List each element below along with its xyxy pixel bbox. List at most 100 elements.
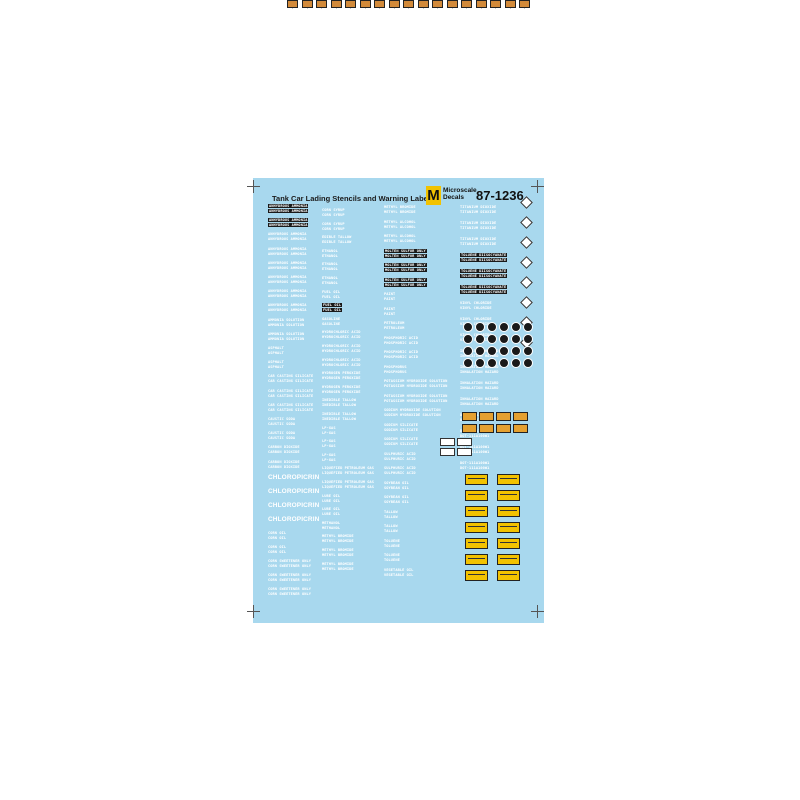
stencil-text: TOLUENE DIISOCYANATE <box>460 258 508 262</box>
stencil-text: SODIUM HYDROXIDE SOLUTION <box>384 408 441 412</box>
label-box-icon <box>457 438 472 446</box>
stencil-text: CORN SWEETENER ONLY <box>268 592 312 597</box>
stencil-text: CAUSTIC SODA <box>268 431 296 436</box>
stencil-text: LP-GAS <box>322 425 336 430</box>
warning-placard-icon <box>479 424 494 433</box>
stencil-text: LP-GAS <box>322 457 336 462</box>
stencil-text: VEGETABLE OIL <box>384 567 414 572</box>
stencil-text: SULPHURIC ACID <box>384 451 416 456</box>
stencil-text: ANHYDROUS AMMONIA <box>268 280 307 284</box>
placard-number-tile-icon <box>475 0 487 8</box>
stencil-text: INEDIBLE TALLOW <box>322 403 356 408</box>
warning-placard-icon <box>462 424 477 433</box>
round-emblem-icon <box>463 346 473 356</box>
brand-name-line2: Decals <box>443 194 464 201</box>
stencil-text: CORN SWEETENER ONLY <box>268 564 312 568</box>
stencil-text: CAR CASTING SILICATE <box>268 374 314 379</box>
stencil-text: SOYBEAN OIL <box>384 485 409 490</box>
round-emblem-icon <box>511 346 521 356</box>
stencil-text: ANHYDROUS AMMONIA <box>268 223 309 228</box>
round-emblem-icon <box>511 322 521 332</box>
stencil-text: METHYL BROMIDE <box>322 539 354 544</box>
stencil-text: ANHYDROUS AMMONIA <box>268 246 307 251</box>
stencil-text: POTASSIUM HYDROXIDE SOLUTION <box>384 384 448 388</box>
round-emblem-icon <box>499 358 509 368</box>
stencil-text: PHOSPHORIC ACID <box>384 335 418 340</box>
stencil-text: CORN SYRUP <box>322 208 345 212</box>
round-emblem-icon <box>511 358 521 368</box>
stencil-text: DOT-111A100W1 <box>460 461 490 465</box>
stencil-text: SODIUM SILICATE <box>384 422 418 427</box>
stencil-text: CAR CASTING SILICATE <box>268 407 314 412</box>
stencil-text: EDIBLE TALLOW <box>322 235 352 240</box>
stencil-text: INHALATION HAZARD <box>460 354 499 358</box>
stencil-text: LP-GAS <box>322 439 336 444</box>
stencil-text: FUEL OIL <box>322 303 343 308</box>
stencil-text: HYDROGEN PEROXIDE <box>322 376 361 381</box>
stencil-text: VINYL CHLORIDE <box>460 306 492 310</box>
round-emblem-icon <box>523 346 533 356</box>
stencil-text: CAUSTIC SODA <box>268 436 296 441</box>
stencil-text: METHANOL <box>322 520 341 525</box>
round-emblem-icon <box>475 346 485 356</box>
stencil-text: LP-GAS <box>322 444 336 449</box>
stencil-text: CHLOROPICRIN <box>268 502 320 510</box>
placard-number-tile-icon <box>359 0 371 8</box>
stencil-text: ETHANOL <box>322 253 338 258</box>
round-emblem-icon <box>511 334 521 344</box>
round-emblem-icon <box>499 346 509 356</box>
round-emblem-icon <box>523 334 533 344</box>
placard-number-tile-icon <box>287 0 298 8</box>
stencil-text: PHOSPHORIC ACID <box>384 340 418 345</box>
stencil-text: ETHANOL <box>322 262 338 267</box>
round-emblem-icon <box>487 334 497 344</box>
round-emblem-icon <box>463 334 473 344</box>
stencil-text: ANHYDROUS AMMONIA <box>268 237 307 242</box>
placard-number-tile-icon <box>417 0 429 8</box>
stencil-text: METHYL ALCOHOL <box>384 239 416 243</box>
stencil-text: SULPHURIC ACID <box>384 471 416 475</box>
round-emblem-icon <box>475 334 485 344</box>
stencil-text: SULPHURIC ACID <box>384 466 416 470</box>
emergency-contact-label-icon <box>465 490 488 501</box>
warning-placard-icon <box>462 412 477 421</box>
stencil-text: PHOSPHORIC ACID <box>384 350 418 354</box>
stencil-text: TALLOW <box>384 529 398 533</box>
stencil-text: VINYL CHLORIDE <box>460 317 492 321</box>
stencil-text: SODIUM SILICATE <box>384 437 418 441</box>
stencil-text: AMMONIA SOLUTION <box>268 317 305 322</box>
round-emblem-icon <box>475 322 485 332</box>
placard-number-tile-icon <box>490 0 501 8</box>
stencil-text: TOLUENE DIISOCYANATE <box>460 274 508 278</box>
stencil-text: LIQUEFIED PETROLEUM GAS <box>322 480 375 484</box>
stencil-text: TITANIUM DIOXIDE <box>460 205 497 209</box>
stencil-text: CORN SYRUP <box>322 226 345 231</box>
stencil-text: INHALATION HAZARD <box>460 397 499 401</box>
stencil-text: DOT-111A100W1 <box>460 466 490 470</box>
stencil-text: HYDROCHLORIC ACID <box>322 344 361 348</box>
stencil-text: MOLTEN SULFUR ONLY <box>384 282 427 287</box>
emergency-contact-label-icon <box>465 506 488 517</box>
stencil-text: CORN OIL <box>268 535 287 540</box>
stencil-text: LIQUEFIED PETROLEUM GAS <box>322 471 375 476</box>
placard-number-tile-icon <box>345 0 356 8</box>
round-emblem-icon <box>499 322 509 332</box>
round-emblem-icon <box>463 358 473 368</box>
stencil-text: HYDROGEN PEROXIDE <box>322 389 361 394</box>
round-emblem-icon <box>487 346 497 356</box>
stencil-text: CAR CASTING SILICATE <box>268 388 314 393</box>
emergency-contact-label-icon <box>497 506 520 517</box>
stencil-text: CAUSTIC SODA <box>268 422 296 426</box>
stencil-text: INHALATION HAZARD <box>460 381 499 385</box>
stencil-text: TOLUENE DIISOCYANATE <box>460 269 508 273</box>
stencil-text: METHYL ALCOHOL <box>384 234 416 238</box>
stencil-text: PHOSPHORUS <box>384 369 407 374</box>
stencil-text: CARBON DIOXIDE <box>268 459 300 464</box>
stencil-text: INHALATION HAZARD <box>460 370 499 374</box>
stencil-text: CORN SWEETENER ONLY <box>268 587 312 592</box>
stencil-text: POTASSIUM HYDROXIDE SOLUTION <box>384 393 448 398</box>
stencil-text: CARBON DIOXIDE <box>268 450 300 455</box>
placard-number-tile-icon <box>519 0 530 8</box>
stencil-text: CORN OIL <box>268 549 287 554</box>
stencil-text: DOT-111A100W1 <box>460 450 490 454</box>
